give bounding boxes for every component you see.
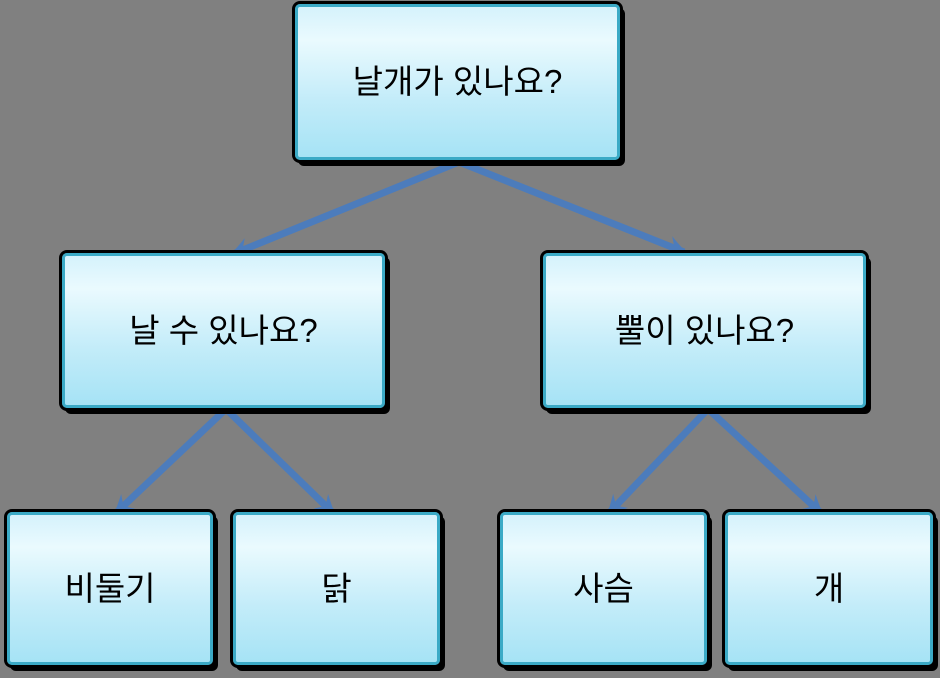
node-question-horns: 뿔이 있나요? xyxy=(543,253,866,408)
node-label: 뿔이 있나요? xyxy=(614,311,795,349)
node-question-can-fly: 날 수 있나요? xyxy=(62,253,385,408)
node-answer-chicken: 닭 xyxy=(233,512,440,665)
edge-left-to-children xyxy=(113,404,336,516)
edge-right-to-children xyxy=(606,404,824,516)
node-answer-pigeon: 비둘기 xyxy=(7,512,213,665)
node-label: 사슴 xyxy=(573,569,634,607)
edge-root-to-children xyxy=(229,158,688,258)
node-label: 비둘기 xyxy=(64,569,156,607)
node-label: 개 xyxy=(813,569,845,607)
node-label: 날개가 있나요? xyxy=(352,63,563,101)
node-answer-dog: 개 xyxy=(725,512,933,665)
node-question-wings: 날개가 있나요? xyxy=(295,4,620,160)
node-label: 닭 xyxy=(321,569,352,607)
node-label: 날 수 있나요? xyxy=(129,311,318,349)
node-answer-deer: 사슴 xyxy=(500,512,707,665)
